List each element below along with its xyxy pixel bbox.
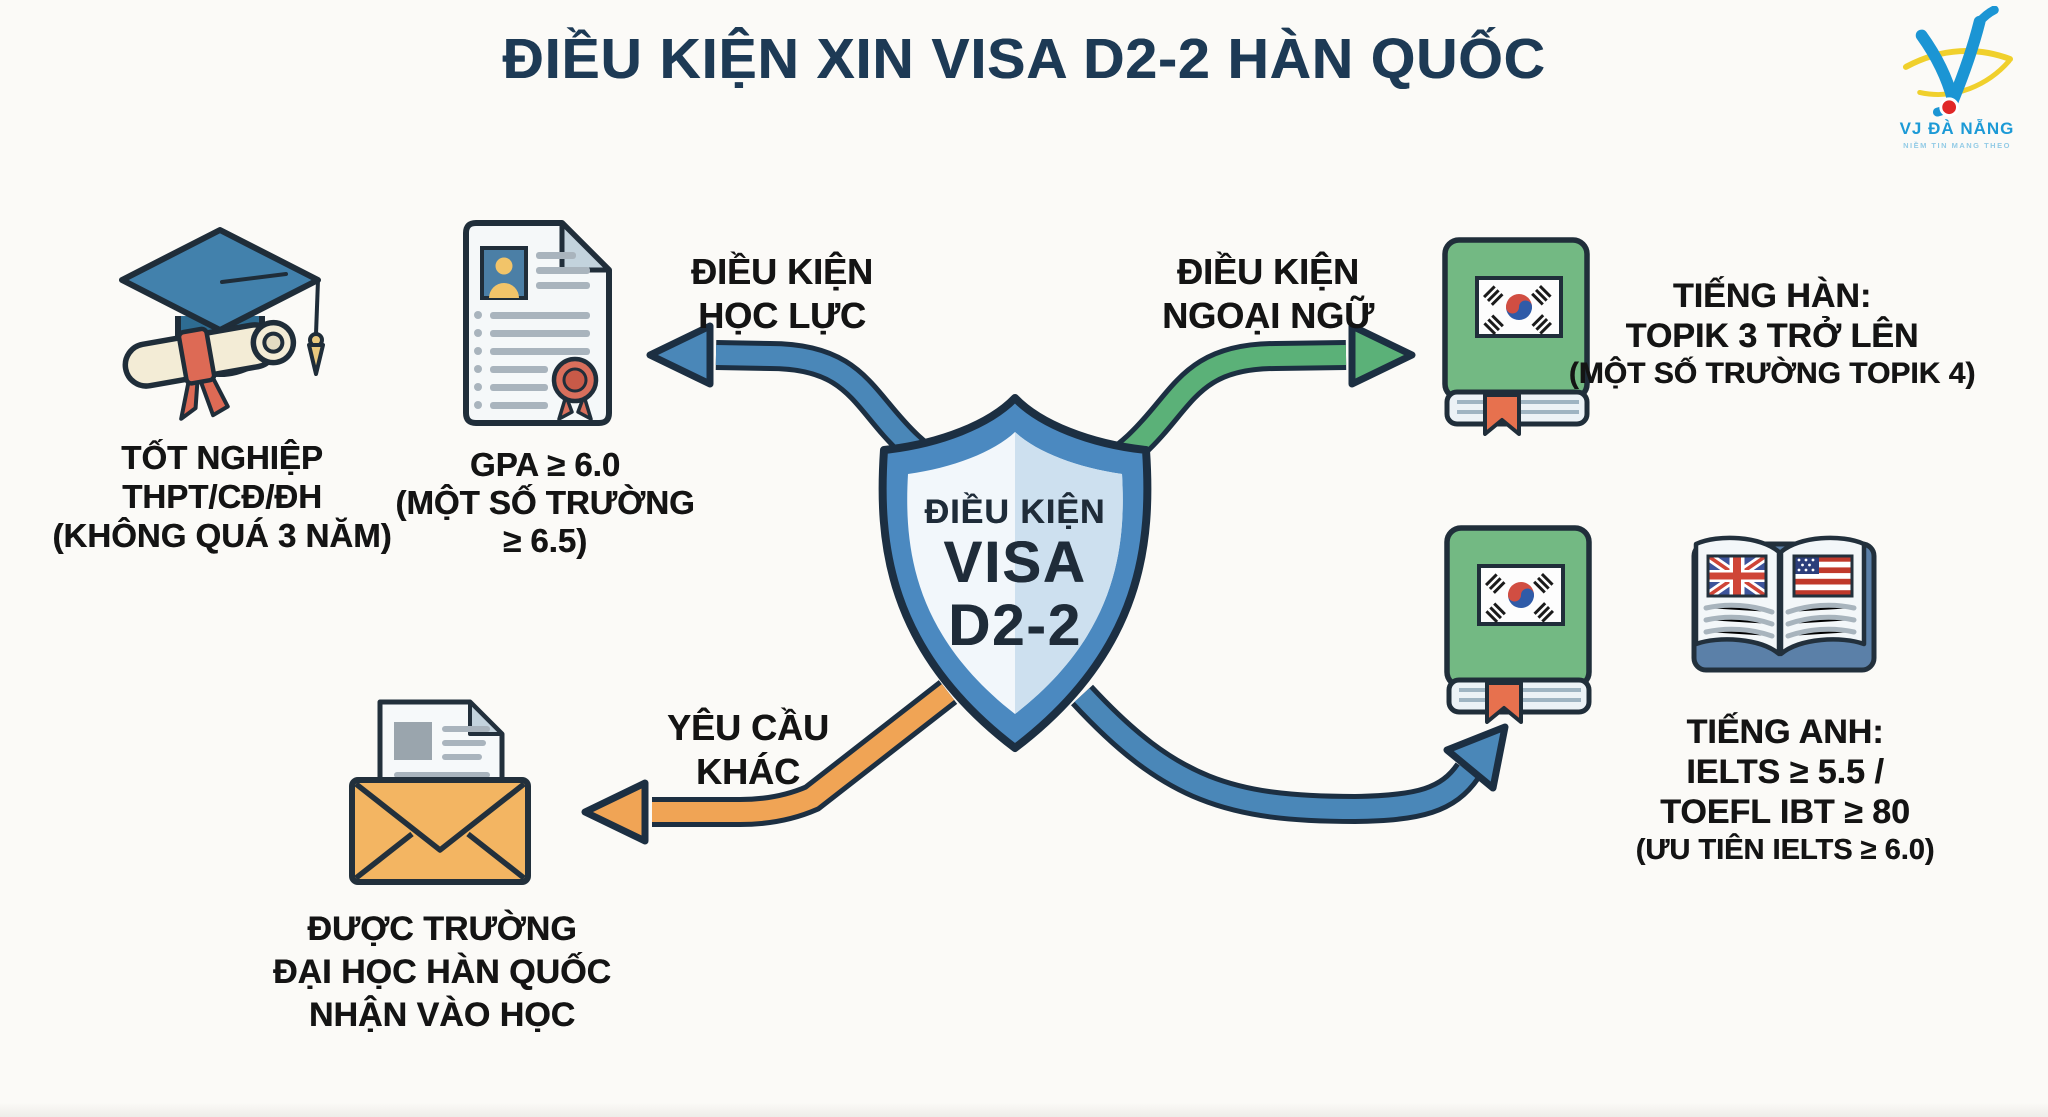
acceptance-letter-envelope-icon (349, 699, 531, 885)
transcript-certificate-icon (463, 220, 612, 426)
english-language-label: TIẾNG ANH: IELTS ≥ 5.5 / TOEFL IBT ≥ 80 (1660, 713, 1910, 831)
shield-line2: VISA (943, 530, 1087, 595)
korean-language-sublabel: (MỘT SỐ TRƯỜNG TOPIK 4) (1568, 357, 1976, 390)
graduation-cap-diploma-icon (119, 227, 325, 421)
korean-flag-textbook-icon (1442, 237, 1590, 436)
shield-icon (878, 394, 1152, 752)
korean-flag-textbook-icon (1444, 525, 1592, 724)
shield-line1: ĐIỀU KIỆN (924, 493, 1106, 531)
other-requirements-arrow (581, 680, 958, 845)
brand-name: VJ ĐÀ NẴNG (1899, 119, 2015, 138)
korean-language-label: TIẾNG HÀN: TOPIK 3 TRỞ LÊN (1625, 277, 1919, 355)
open-book-uk-us-flags-icon (1691, 535, 1877, 673)
english-arrow (1070, 684, 1509, 825)
graduation-label: TỐT NGHIỆP THPT/CĐ/ĐH (KHÔNG QUÁ 3 NĂM) (52, 439, 392, 554)
admission-label: ĐƯỢC TRƯỜNG ĐẠI HỌC HÀN QUỐC NHẬN VÀO HỌ… (272, 910, 612, 1034)
language-arrow-label: ĐIỀU KIỆN NGOẠI NGỮ (1162, 251, 1374, 336)
page-title: ĐIỀU KIỆN XIN VISA D2-2 HÀN QUỐC (502, 27, 1546, 91)
shield-line3: D2-2 (948, 593, 1082, 658)
shield-title: ĐIỀU KIỆN VISA D2-2 (875, 492, 1155, 658)
gpa-label: GPA ≥ 6.0 (MỘT SỐ TRƯỜNG ≥ 6.5) (395, 446, 695, 559)
vj-logo-icon (1902, 5, 2013, 118)
academic-arrow-label: ĐIỀU KIỆN HỌC LỰC (690, 251, 874, 336)
brand-logo: VJ ĐÀ NẴNG NIỀM TIN MANG THEO (1872, 5, 2042, 150)
english-language-sublabel: (ƯU TIÊN IELTS ≥ 6.0) (1635, 834, 1935, 866)
brand-tagline: NIỀM TIN MANG THEO (1903, 141, 2011, 150)
other-requirements-arrow-label: YÊU CẦU KHÁC (666, 707, 830, 792)
